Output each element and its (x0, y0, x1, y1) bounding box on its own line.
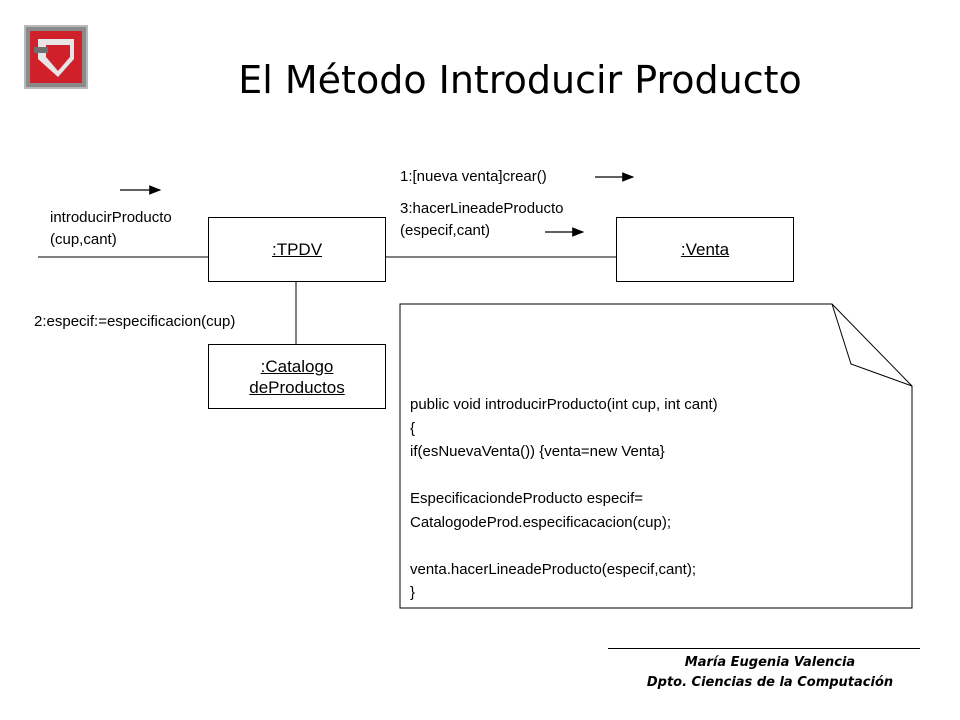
message-introducir-line1: introducirProducto (50, 209, 172, 226)
object-venta-label: :Venta (680, 240, 730, 259)
code-line (410, 464, 718, 488)
message-especificacion: 2:especif:=especificacion(cup) (34, 313, 236, 330)
note-fold (831, 303, 913, 387)
message-crear: 1:[nueva venta]crear() (400, 168, 547, 185)
object-venta[interactable]: :Venta (616, 217, 794, 282)
code-line: CatalogodeProd.especificacacion(cup); (410, 513, 671, 531)
footer-divider (608, 648, 920, 649)
message-introducir-line2: (cup,cant) (50, 231, 117, 248)
object-tpdv[interactable]: :TPDV (208, 217, 386, 282)
message-hacer-linea-line1: 3:hacerLineadeProducto (400, 200, 564, 217)
page-title: El Método Introducir Producto (238, 58, 802, 102)
logo-icon (24, 25, 88, 89)
message-introducir: introducirProducto (cup,cant) (50, 207, 172, 251)
code-line: public void introducirProducto(int cup, … (410, 396, 718, 413)
object-catalogo-label-1: :Catalogo (260, 356, 334, 376)
message-hacer-linea: 3:hacerLineadeProducto (especif,cant) (400, 198, 563, 242)
code-line: { (410, 419, 416, 437)
footer-author: María Eugenia Valencia (684, 655, 856, 670)
code-line: } (410, 584, 416, 601)
code-line: EspecificaciondeProducto especif= (410, 490, 644, 507)
code-note: public void introducirProducto(int cup, … (410, 393, 718, 605)
footer-department: Dpto. Ciencias de la Computación (646, 675, 894, 690)
object-catalogo-label-2: deProductos (249, 377, 345, 397)
message-hacer-linea-line2: (especif,cant) (400, 222, 491, 239)
note-shape (399, 303, 913, 609)
object-catalogo[interactable]: :Catalogo deProductos (208, 344, 386, 409)
code-line (410, 534, 718, 558)
object-tpdv-label: :TPDV (271, 240, 323, 259)
code-line: if(esNuevaVenta()) {venta=new Venta} (410, 443, 665, 460)
code-line: venta.hacerLineadeProducto(especif,cant)… (410, 560, 697, 578)
